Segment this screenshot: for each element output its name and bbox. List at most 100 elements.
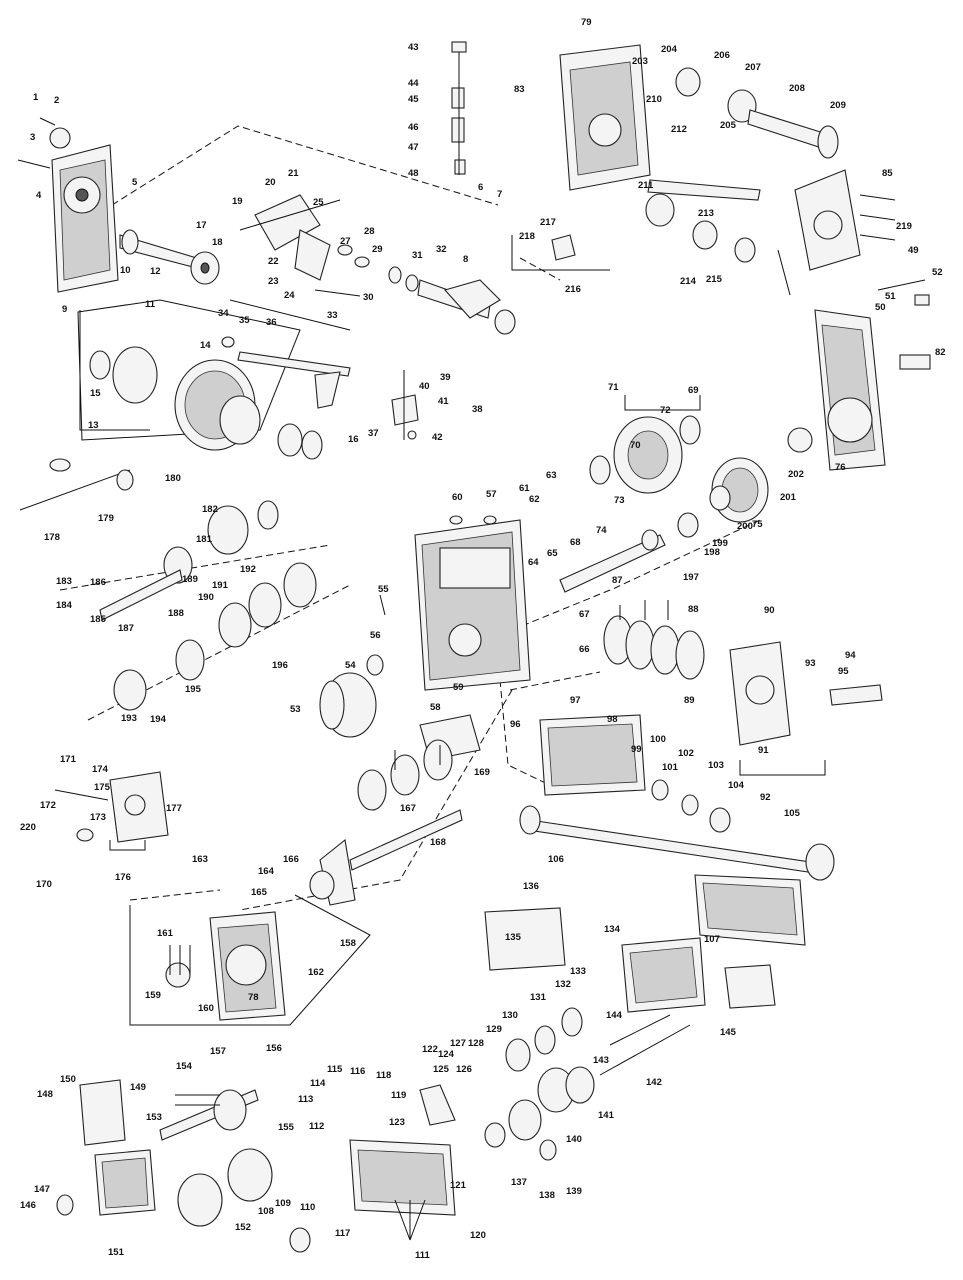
callout-label-76: 76 <box>835 462 846 473</box>
leader-lines <box>79 310 701 1241</box>
callout-label-202: 202 <box>788 469 804 480</box>
callout-label-23: 23 <box>268 276 279 287</box>
callout-label-25: 25 <box>313 197 324 208</box>
callout-label-100: 100 <box>650 734 666 745</box>
callout-label-63: 63 <box>546 470 557 481</box>
callout-label-68: 68 <box>570 537 581 548</box>
callout-label-55: 55 <box>378 584 389 595</box>
callout-label-97: 97 <box>570 695 581 706</box>
callout-label-105: 105 <box>784 808 801 819</box>
callout-label-119: 119 <box>391 1090 406 1101</box>
gasket-group <box>484 907 776 1009</box>
callout-label-141: 141 <box>598 1110 615 1121</box>
clutch-pack-group <box>603 615 705 680</box>
callout-label-209: 209 <box>830 100 846 111</box>
callout-label-70: 70 <box>630 440 641 451</box>
callout-label-3: 3 <box>30 132 35 143</box>
callout-label-103: 103 <box>708 760 724 771</box>
callout-label-177: 177 <box>166 803 182 814</box>
main-case-group <box>414 515 531 691</box>
callout-label-131: 131 <box>530 992 547 1003</box>
callout-label-171: 171 <box>60 754 77 765</box>
callout-label-62: 62 <box>529 494 540 505</box>
callout-label-175: 175 <box>94 782 111 793</box>
callout-label-19: 19 <box>232 196 243 207</box>
callout-label-10: 10 <box>120 265 131 276</box>
housing-group-134 <box>599 937 706 1076</box>
upper-shaft-group <box>388 266 516 335</box>
callout-label-115: 115 <box>327 1064 343 1075</box>
callout-label-167: 167 <box>400 803 416 814</box>
filter-group <box>319 594 386 738</box>
callout-label-125: 125 <box>433 1064 450 1075</box>
callout-label-212: 212 <box>671 124 687 135</box>
callout-label-75: 75 <box>752 519 763 530</box>
callout-label-79: 79 <box>581 17 592 28</box>
callout-label-17: 17 <box>196 220 207 231</box>
callout-label-215: 215 <box>706 274 723 285</box>
callout-label-94: 94 <box>845 650 856 661</box>
cover-group-92 <box>729 641 883 776</box>
callout-label-74: 74 <box>596 525 607 536</box>
callout-label-184: 184 <box>56 600 73 611</box>
callout-label-154: 154 <box>176 1061 193 1072</box>
callout-label-88: 88 <box>688 604 699 615</box>
callout-label-71: 71 <box>608 382 619 393</box>
callout-label-195: 195 <box>185 684 202 695</box>
callout-label-218: 218 <box>519 231 535 242</box>
callout-label-41: 41 <box>438 396 449 407</box>
callout-label-30: 30 <box>363 292 374 303</box>
callout-label-150: 150 <box>60 1074 76 1085</box>
callout-label-193: 193 <box>121 713 137 724</box>
callout-label-206: 206 <box>714 50 730 61</box>
callout-label-9: 9 <box>62 304 67 315</box>
callout-label-155: 155 <box>278 1122 295 1133</box>
callout-label-142: 142 <box>646 1077 662 1088</box>
callout-label-78: 78 <box>248 992 259 1003</box>
callout-label-85: 85 <box>882 168 893 179</box>
callout-label-38: 38 <box>472 404 483 415</box>
callout-label-170: 170 <box>36 879 52 890</box>
callout-label-37: 37 <box>368 428 379 439</box>
callout-label-13: 13 <box>88 420 99 431</box>
callout-label-181: 181 <box>196 534 213 545</box>
callout-label-192: 192 <box>240 564 256 575</box>
callout-label-158: 158 <box>340 938 356 949</box>
callout-label-179: 179 <box>98 513 114 524</box>
side-cover-group <box>711 309 886 523</box>
callout-label-182: 182 <box>202 504 218 515</box>
callout-label-92: 92 <box>760 792 771 803</box>
callout-label-51: 51 <box>885 291 896 302</box>
callout-label-65: 65 <box>547 548 558 559</box>
callout-label-57: 57 <box>486 489 497 500</box>
callout-label-180: 180 <box>165 473 181 484</box>
callout-label-123: 123 <box>389 1117 405 1128</box>
right-case-group <box>777 169 896 296</box>
callout-label-135: 135 <box>505 932 522 943</box>
callout-label-16: 16 <box>348 434 359 445</box>
callout-label-117: 117 <box>335 1228 350 1239</box>
callout-label-107: 107 <box>704 934 720 945</box>
callout-label-213: 213 <box>698 208 714 219</box>
callout-label-121: 121 <box>450 1180 467 1191</box>
callout-label-42: 42 <box>432 432 443 443</box>
callout-label-39: 39 <box>440 372 451 383</box>
callout-label-185: 185 <box>90 614 107 625</box>
callout-label-47: 47 <box>408 142 419 153</box>
callout-label-187: 187 <box>118 623 134 634</box>
callout-label-15: 15 <box>90 388 101 399</box>
callout-label-126: 126 <box>456 1064 472 1075</box>
callout-label-183: 183 <box>56 576 72 587</box>
callout-label-82: 82 <box>935 347 946 358</box>
callout-label-149: 149 <box>130 1082 146 1093</box>
callout-label-178: 178 <box>44 532 60 543</box>
callout-label-50: 50 <box>875 302 886 313</box>
callout-label-59: 59 <box>453 682 464 693</box>
callout-label-61: 61 <box>519 483 530 494</box>
pump-housing-box-157 <box>129 894 371 1026</box>
callout-label-95: 95 <box>838 666 849 677</box>
callout-label-163: 163 <box>192 854 208 865</box>
callout-label-53: 53 <box>290 704 301 715</box>
callout-label-27: 27 <box>340 236 351 247</box>
